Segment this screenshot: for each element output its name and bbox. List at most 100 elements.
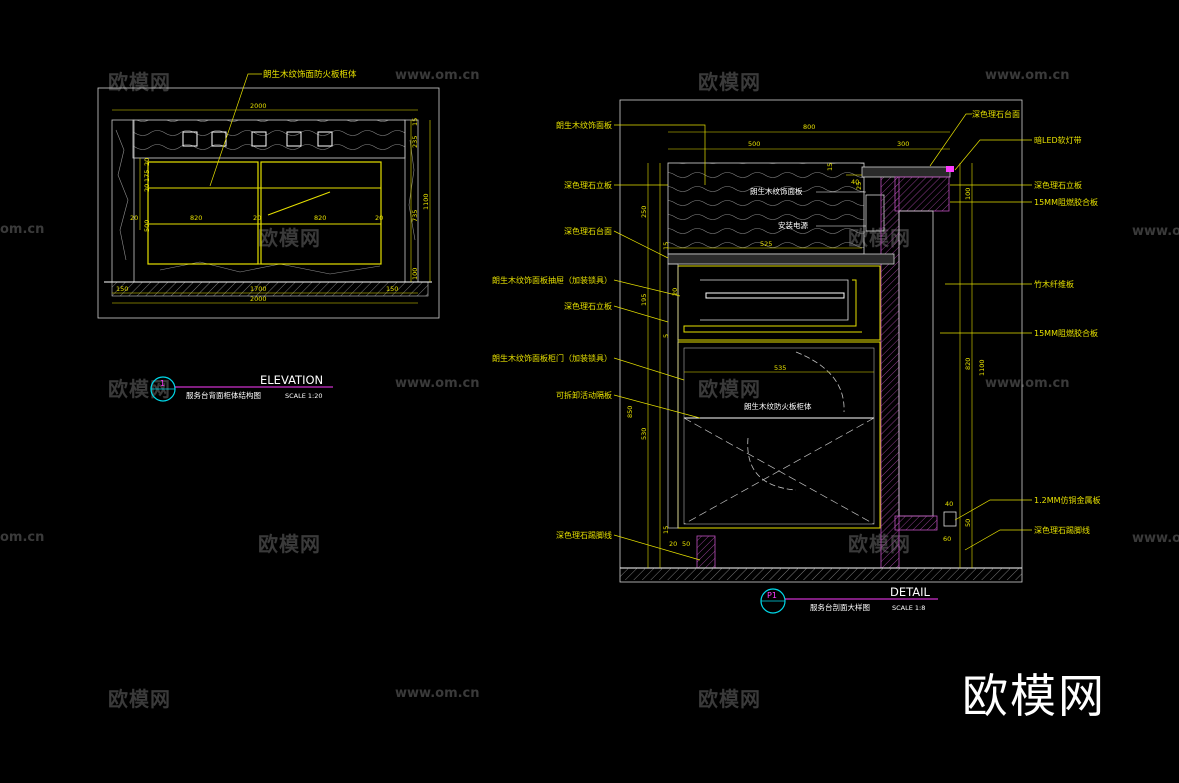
- elev-dim-1700: 1700: [250, 285, 267, 293]
- elev-dim-235: 235: [411, 136, 419, 148]
- detail-door-swing-2: [683, 417, 875, 525]
- detail-dim-250: 250: [640, 206, 648, 218]
- detail-callout-left-1: 朗生木纹饰面板: [556, 120, 612, 130]
- elevation-view: 2000 150 1700 150 2000 820 820 20 20 20 …: [97, 69, 440, 402]
- detail-right-leaders: [929, 113, 1032, 551]
- watermark-cn-3: 欧模网: [258, 226, 321, 250]
- watermark-url-8: www.om.cn: [1132, 531, 1179, 546]
- detail-callout-left-6: 朗生木纹饰面板柜门（加装锁具）: [492, 353, 612, 363]
- detail-dim-50a: 50: [682, 540, 690, 548]
- watermark-url-1: www.om.cn: [395, 68, 480, 83]
- detail-dim-800: 800: [803, 123, 815, 131]
- elev-dim-20-right: 20: [375, 214, 383, 222]
- detail-dim-535: 535: [774, 364, 786, 372]
- detail-callout-right-5: 竹木纤维板: [1034, 279, 1074, 289]
- watermark-cn-8: 欧模网: [848, 532, 911, 556]
- detail-floor-hatch: [620, 568, 1022, 580]
- detail-copper-plate: [943, 511, 957, 527]
- detail-inner-post: [898, 210, 934, 517]
- elev-dim-20-a: 20: [143, 158, 151, 166]
- elev-dim-20-center: 20: [253, 214, 261, 222]
- detail-inner-power: 安装电源: [778, 220, 808, 230]
- watermark-cn-7: 欧模网: [258, 532, 321, 556]
- elev-dim-20-b: 20: [143, 184, 151, 192]
- detail-dim-1100: 1100: [978, 359, 986, 376]
- watermark-cn-2: 欧模网: [698, 70, 761, 94]
- detail-title: DETAIL: [890, 585, 931, 599]
- detail-dim-20b: 20: [669, 540, 677, 548]
- elevation-door-right: [260, 161, 382, 265]
- detail-bottom-block: [894, 515, 938, 531]
- detail-callout-left-3: 深色理石台面: [564, 226, 612, 236]
- detail-dim-15b: 15: [662, 242, 670, 250]
- elevation-leader-slash: [267, 191, 331, 216]
- watermark-url-6: www.om.cn: [985, 376, 1070, 391]
- detail-callout-right-3: 深色理石立板: [1034, 180, 1082, 190]
- detail-dim-100: 100: [964, 188, 972, 200]
- detail-subtitle: 服务台剖面大样图: [810, 602, 870, 612]
- elev-dim-2000-bottom: 2000: [250, 295, 267, 303]
- detail-callout-left-2: 深色理石立板: [564, 180, 612, 190]
- detail-dim-530: 530: [640, 428, 648, 440]
- elevation-vents: [182, 131, 333, 147]
- detail-top-block: [894, 176, 950, 212]
- elev-dim-1100: 1100: [422, 193, 430, 210]
- detail-dim-500: 500: [748, 140, 760, 148]
- detail-led-strip: [946, 166, 954, 172]
- detail-drawer-front: [700, 279, 849, 321]
- detail-callout-right-1: 深色理石台面: [972, 109, 1020, 119]
- detail-callout-left-7: 可拆卸活动隔板: [556, 390, 612, 400]
- watermark-cn-10: 欧模网: [698, 687, 761, 711]
- watermark-url-3: om.cn: [0, 222, 45, 237]
- detail-left-stone: [667, 263, 679, 529]
- watermark-url-7: om.cn: [0, 530, 45, 545]
- watermark-url-5: www.om.cn: [395, 376, 480, 391]
- detail-callout-right-8: 深色理石踢脚线: [1034, 525, 1090, 535]
- watermark-cn-1: 欧模网: [108, 70, 171, 94]
- elev-dim-150-right: 150: [386, 285, 398, 293]
- detail-dim-25: 25: [855, 182, 863, 190]
- elev-dim-20-left: 20: [130, 214, 138, 222]
- elevation-leader-top: [209, 73, 262, 187]
- detail-drawer-handle: [705, 292, 845, 299]
- watermark-url-9: www.om.cn: [395, 686, 480, 701]
- detail-dimension-lines: [647, 131, 973, 568]
- elev-dim-820-left: 820: [190, 214, 202, 222]
- elevation-label-top: 朗生木纹饰面防火板柜体: [263, 69, 357, 80]
- detail-frame: [619, 99, 1023, 583]
- elev-dim-100: 100: [411, 268, 419, 280]
- detail-door-arc-top: [795, 351, 845, 413]
- elevation-door-left: [147, 161, 259, 265]
- detail-dim-60: 60: [943, 535, 951, 543]
- detail-counter-top: [667, 253, 895, 265]
- elev-dim-175: 175: [143, 170, 151, 182]
- elevation-marker-number: 1: [160, 379, 165, 388]
- elevation-scale: SCALE 1:20: [285, 392, 323, 400]
- detail-dim-195: 195: [640, 294, 648, 306]
- detail-dim-5: 5: [662, 334, 670, 338]
- elevation-subtitle: 服务台背面柜体结构图: [186, 390, 261, 400]
- watermark-url-4: www.om.cn: [1132, 224, 1179, 239]
- detail-dim-850: 850: [626, 406, 634, 418]
- detail-dim-525: 525: [760, 240, 772, 248]
- detail-dim-15c: 15: [662, 526, 670, 534]
- detail-dim-300: 300: [897, 140, 909, 148]
- detail-top-counter: [861, 166, 951, 178]
- elevation-top-band: [132, 119, 406, 159]
- detail-toe-kick: [696, 535, 716, 569]
- detail-door-arc-bottom: [747, 437, 797, 491]
- detail-dim-50b: 50: [964, 519, 972, 527]
- detail-callout-right-4: 15MM阻燃胶合板: [1034, 197, 1098, 207]
- detail-drawer-slide: [683, 279, 862, 333]
- detail-callout-right-6: 15MM阻燃胶合板: [1034, 328, 1098, 338]
- watermark-cn-9: 欧模网: [108, 687, 171, 711]
- detail-dim-40a: 40: [851, 178, 859, 186]
- watermark-cn-6: 欧模网: [698, 377, 761, 401]
- detail-callout-left-4: 朗生木纹饰面板抽屉（加装锁具）: [492, 275, 612, 285]
- watermark-url-2: www.om.cn: [985, 68, 1070, 83]
- detail-dim-820: 820: [964, 358, 972, 370]
- detail-left-leaders: [613, 124, 706, 561]
- elevation-title: ELEVATION: [260, 373, 323, 387]
- detail-drawer-box: [677, 265, 881, 341]
